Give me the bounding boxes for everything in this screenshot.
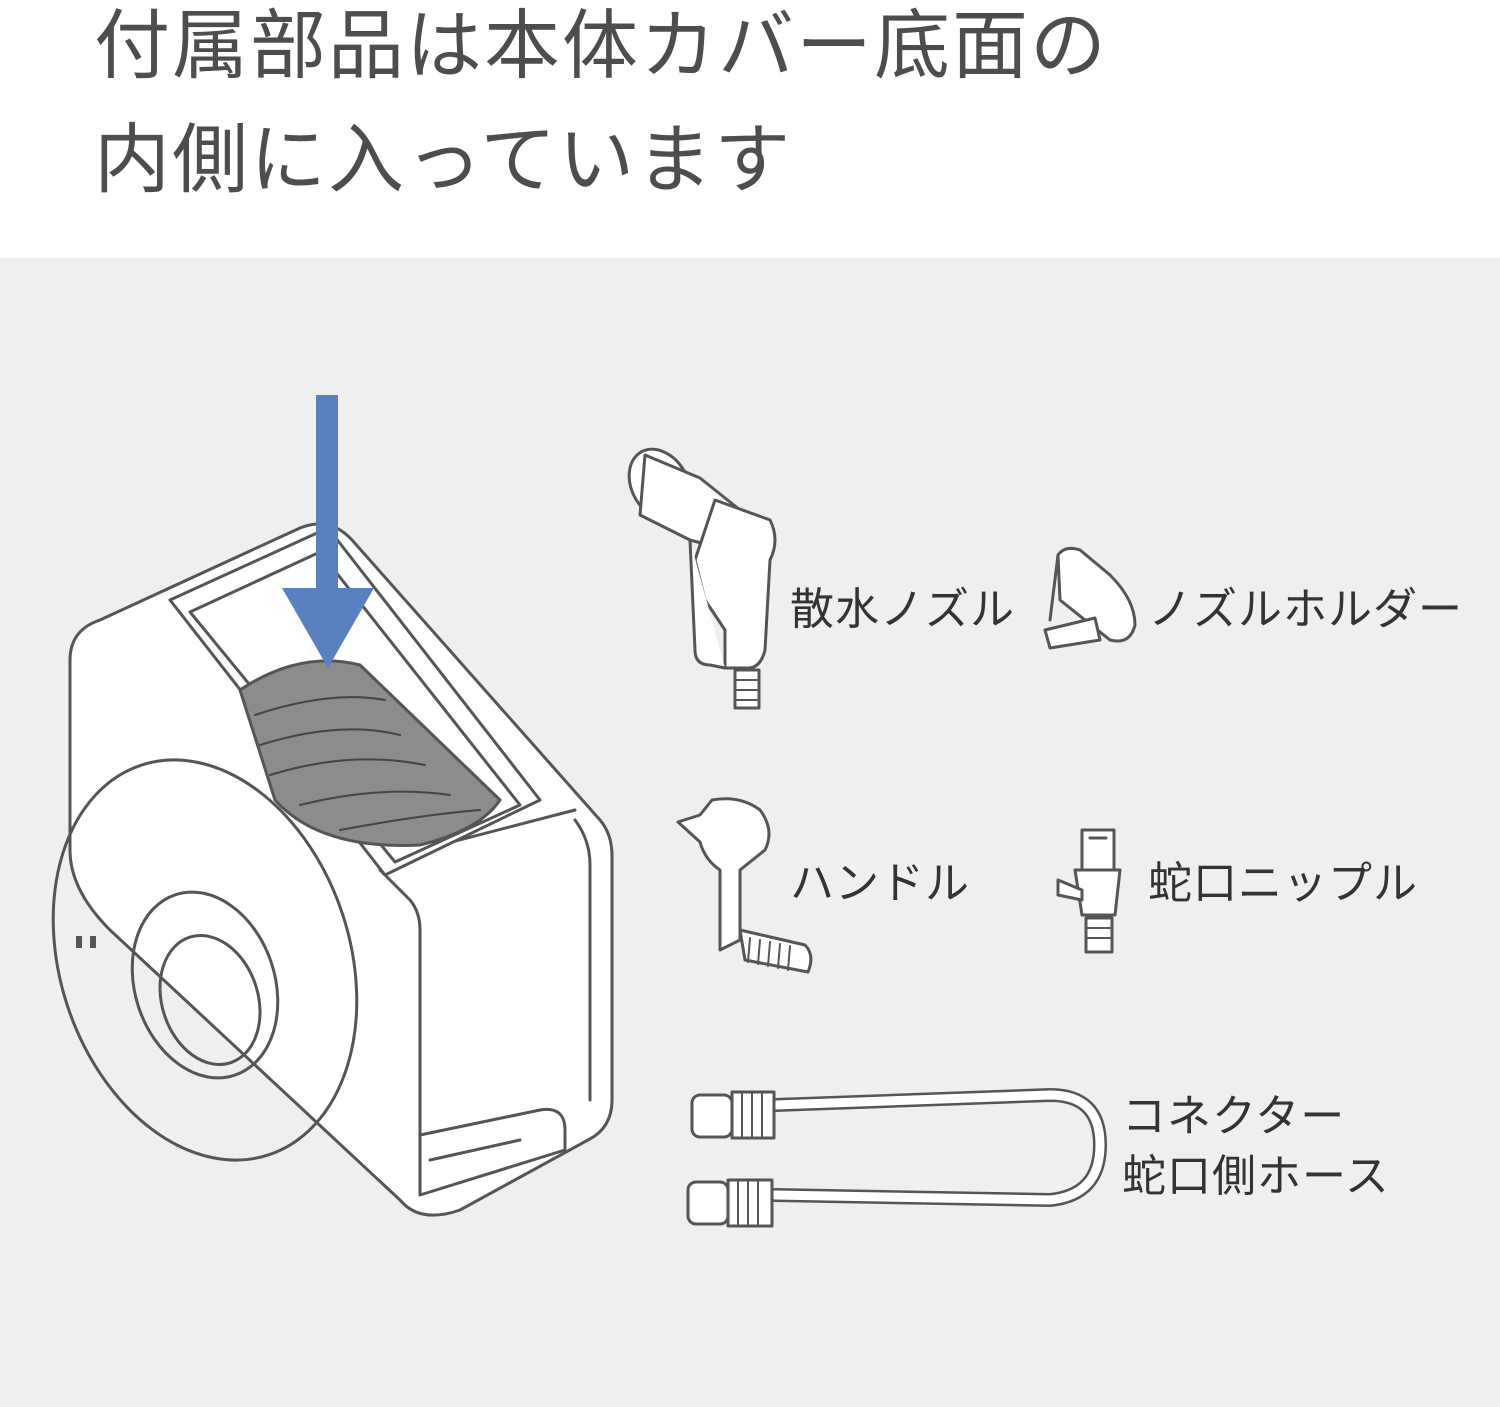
connector-hose-illustration: [686, 1088, 1107, 1228]
label-spray-nozzle: 散水ノズル: [790, 584, 1015, 635]
label-faucet-nipple: 蛇口ニップル: [1148, 858, 1418, 909]
label-connector: コネクター: [1122, 1091, 1346, 1142]
label-nozzle-holder: ノズルホルダー: [1148, 584, 1463, 635]
label-handle: ハンドル: [790, 858, 970, 909]
label-faucet-side-hose: 蛇口側ホース: [1122, 1151, 1390, 1202]
crank-handle-illustration: [676, 797, 813, 974]
title-line-2: 内側に入っています: [94, 115, 793, 204]
faucet-nipple-illustration: [1056, 828, 1122, 954]
header: 付属部品は本体カバー底面の 内側に入っています: [0, 0, 1500, 258]
title-line-1: 付属部品は本体カバー底面の: [94, 1, 1108, 90]
down-arrow-icon: [282, 395, 374, 668]
spray-nozzle-illustration: [627, 447, 777, 710]
hose-reel-illustration: [51, 522, 614, 1217]
nozzle-holder-illustration: [1043, 546, 1137, 650]
